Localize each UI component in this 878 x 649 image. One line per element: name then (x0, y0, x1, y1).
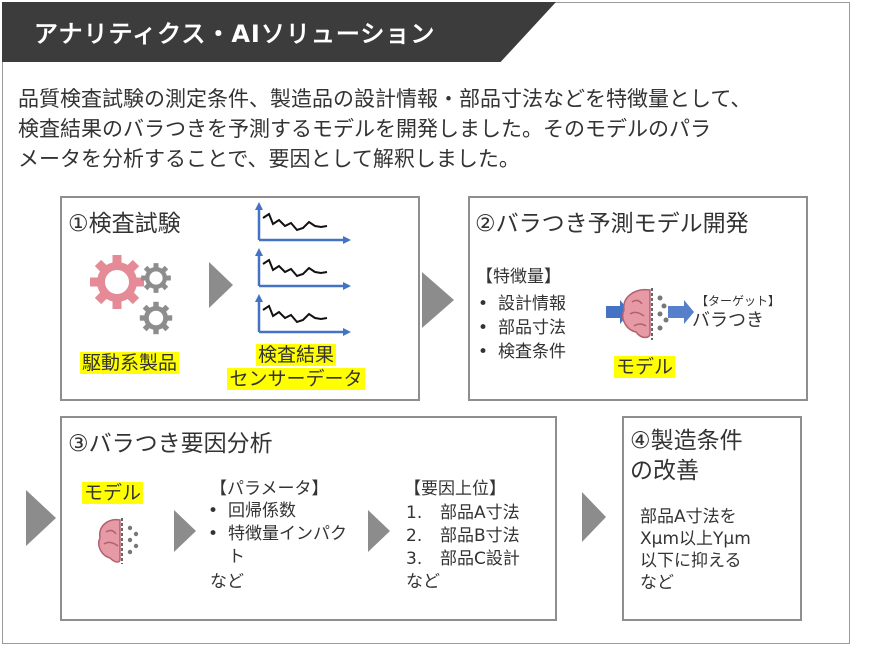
feature-item-3: 検査条件 (476, 340, 566, 364)
intro-line-1: 品質検査試験の測定条件、製造品の設計情報・部品寸法などを特徴量として、 (18, 87, 752, 111)
feature-item-1: 設計情報 (476, 292, 566, 316)
param-item-1: 回帰係数 (206, 500, 358, 523)
step2-model-label: モデル (614, 356, 676, 378)
factor-item-3: 3.部品C設計 (406, 549, 520, 569)
factor-item-1: 1.部品A寸法 (406, 503, 520, 523)
features-list: 設計情報 部品寸法 検査条件 (476, 292, 566, 364)
brain-model-icon (606, 288, 694, 340)
step3-heading: ③バラつき要因分析 (68, 431, 273, 457)
intro-line-3: メータを分析することで、要因として解釈しました。 (18, 147, 520, 171)
params-title: 【パラメータ】 (210, 479, 329, 499)
intro-line-2: 検査結果のバラつきを予測するモデルを開発しました。そのモデルのパラ (18, 117, 711, 141)
page-title: アナリティクス・AIソリューション (34, 20, 436, 48)
sensor-charts-icon (253, 200, 353, 338)
features-title: 【特徴量】 (476, 267, 561, 287)
step2-heading: ②バラつき予測モデル開発 (475, 211, 749, 237)
target-value: バラつき (692, 310, 764, 331)
factors-etc: など (406, 572, 440, 592)
gears-icon (82, 250, 192, 345)
result-label: 検査結果 センサーデータ (227, 344, 365, 390)
step4-body: 部品A寸法を Xμm以上Yμm 以下に抑える など (640, 507, 751, 593)
step4-box (622, 416, 802, 621)
params-etc: など (210, 572, 244, 592)
feature-item-2: 部品寸法 (476, 316, 566, 340)
param-item-2: 特徴量インパクト (206, 523, 358, 569)
factor-item-2: 2.部品B寸法 (406, 526, 520, 546)
product-label: 駆動系製品 (80, 352, 180, 374)
brain-model-small-icon (98, 518, 139, 564)
factors-list: 1.部品A寸法 2.部品B寸法 3.部品C設計 (406, 502, 520, 571)
step3-model-label: モデル (82, 482, 144, 504)
step4-heading: ④製造条件 の改善 (630, 428, 743, 484)
factors-title: 【要因上位】 (404, 479, 506, 499)
target-title: 【ターゲット】 (696, 294, 781, 308)
step1-heading: ①検査試験 (68, 211, 181, 237)
intro-paragraph: 品質検査試験の測定条件、製造品の設計情報・部品寸法などを特徴量として、 検査結果… (18, 84, 848, 174)
params-list: 回帰係数 特徴量インパクト (206, 500, 358, 569)
title-banner (2, 2, 556, 62)
